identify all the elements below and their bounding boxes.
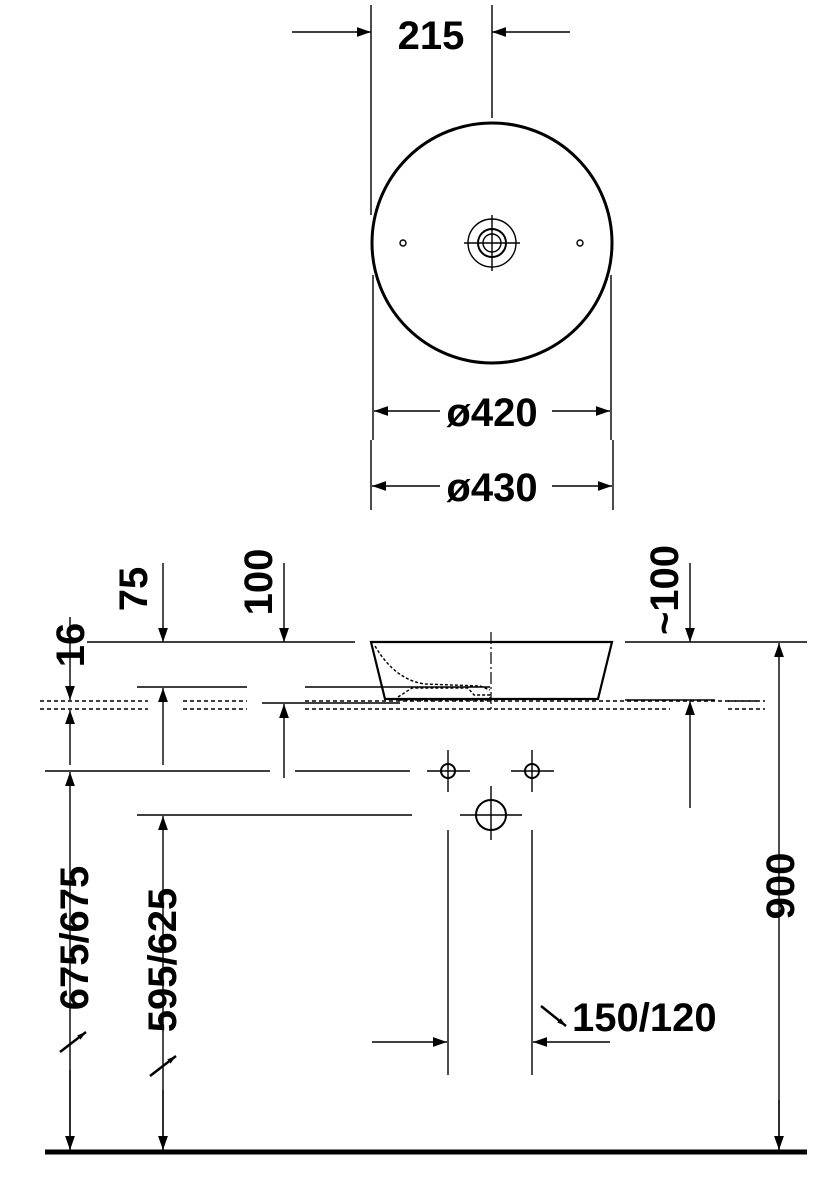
mount-hole-left bbox=[399, 239, 407, 247]
basin-inner-profile bbox=[374, 645, 491, 691]
basin-outline-top bbox=[370, 121, 614, 365]
dimension-label: ø420 bbox=[446, 391, 537, 435]
dimension-75: 75 bbox=[112, 563, 168, 765]
side-view: 16 75 100 ~100 900 675/67 bbox=[40, 545, 807, 1155]
dimension-150-120: 150/120 bbox=[372, 996, 717, 1047]
dimension-215: 215 bbox=[292, 5, 570, 215]
dimension-label: 16 bbox=[49, 623, 93, 668]
drain-icon bbox=[464, 215, 520, 271]
basin-outline-side bbox=[369, 640, 614, 701]
dimension-595: 595/625 bbox=[141, 816, 185, 1150]
dimension-900: 900 bbox=[759, 643, 803, 1150]
dimension-label: ~100 bbox=[643, 545, 687, 635]
dimension-label: 100 bbox=[237, 549, 281, 616]
dimension-label: ø430 bbox=[446, 466, 537, 510]
dimension-label: 215 bbox=[398, 14, 465, 58]
dimension-label: 150/120 bbox=[572, 996, 717, 1040]
dimension-420: ø420 bbox=[372, 275, 612, 440]
drain-fitting bbox=[397, 687, 491, 701]
dimension-100: 100 bbox=[237, 549, 289, 778]
dimension-label: 900 bbox=[759, 853, 803, 920]
mount-hole-right bbox=[576, 239, 584, 247]
dimension-label: 675/675 bbox=[53, 866, 97, 1011]
supply-hole-left bbox=[427, 750, 470, 792]
dimension-approx-100: ~100 bbox=[643, 545, 695, 808]
top-view: 215 ø420 ø430 bbox=[292, 5, 614, 510]
dimension-675: 675/675 bbox=[53, 772, 97, 1150]
dimension-430: ø430 bbox=[370, 440, 614, 510]
dimension-label: 75 bbox=[112, 567, 156, 612]
dimension-label: 595/625 bbox=[141, 888, 185, 1033]
supply-hole-right bbox=[511, 750, 554, 792]
waste-outlet bbox=[460, 786, 522, 840]
dimension-16: 16 bbox=[49, 617, 93, 765]
